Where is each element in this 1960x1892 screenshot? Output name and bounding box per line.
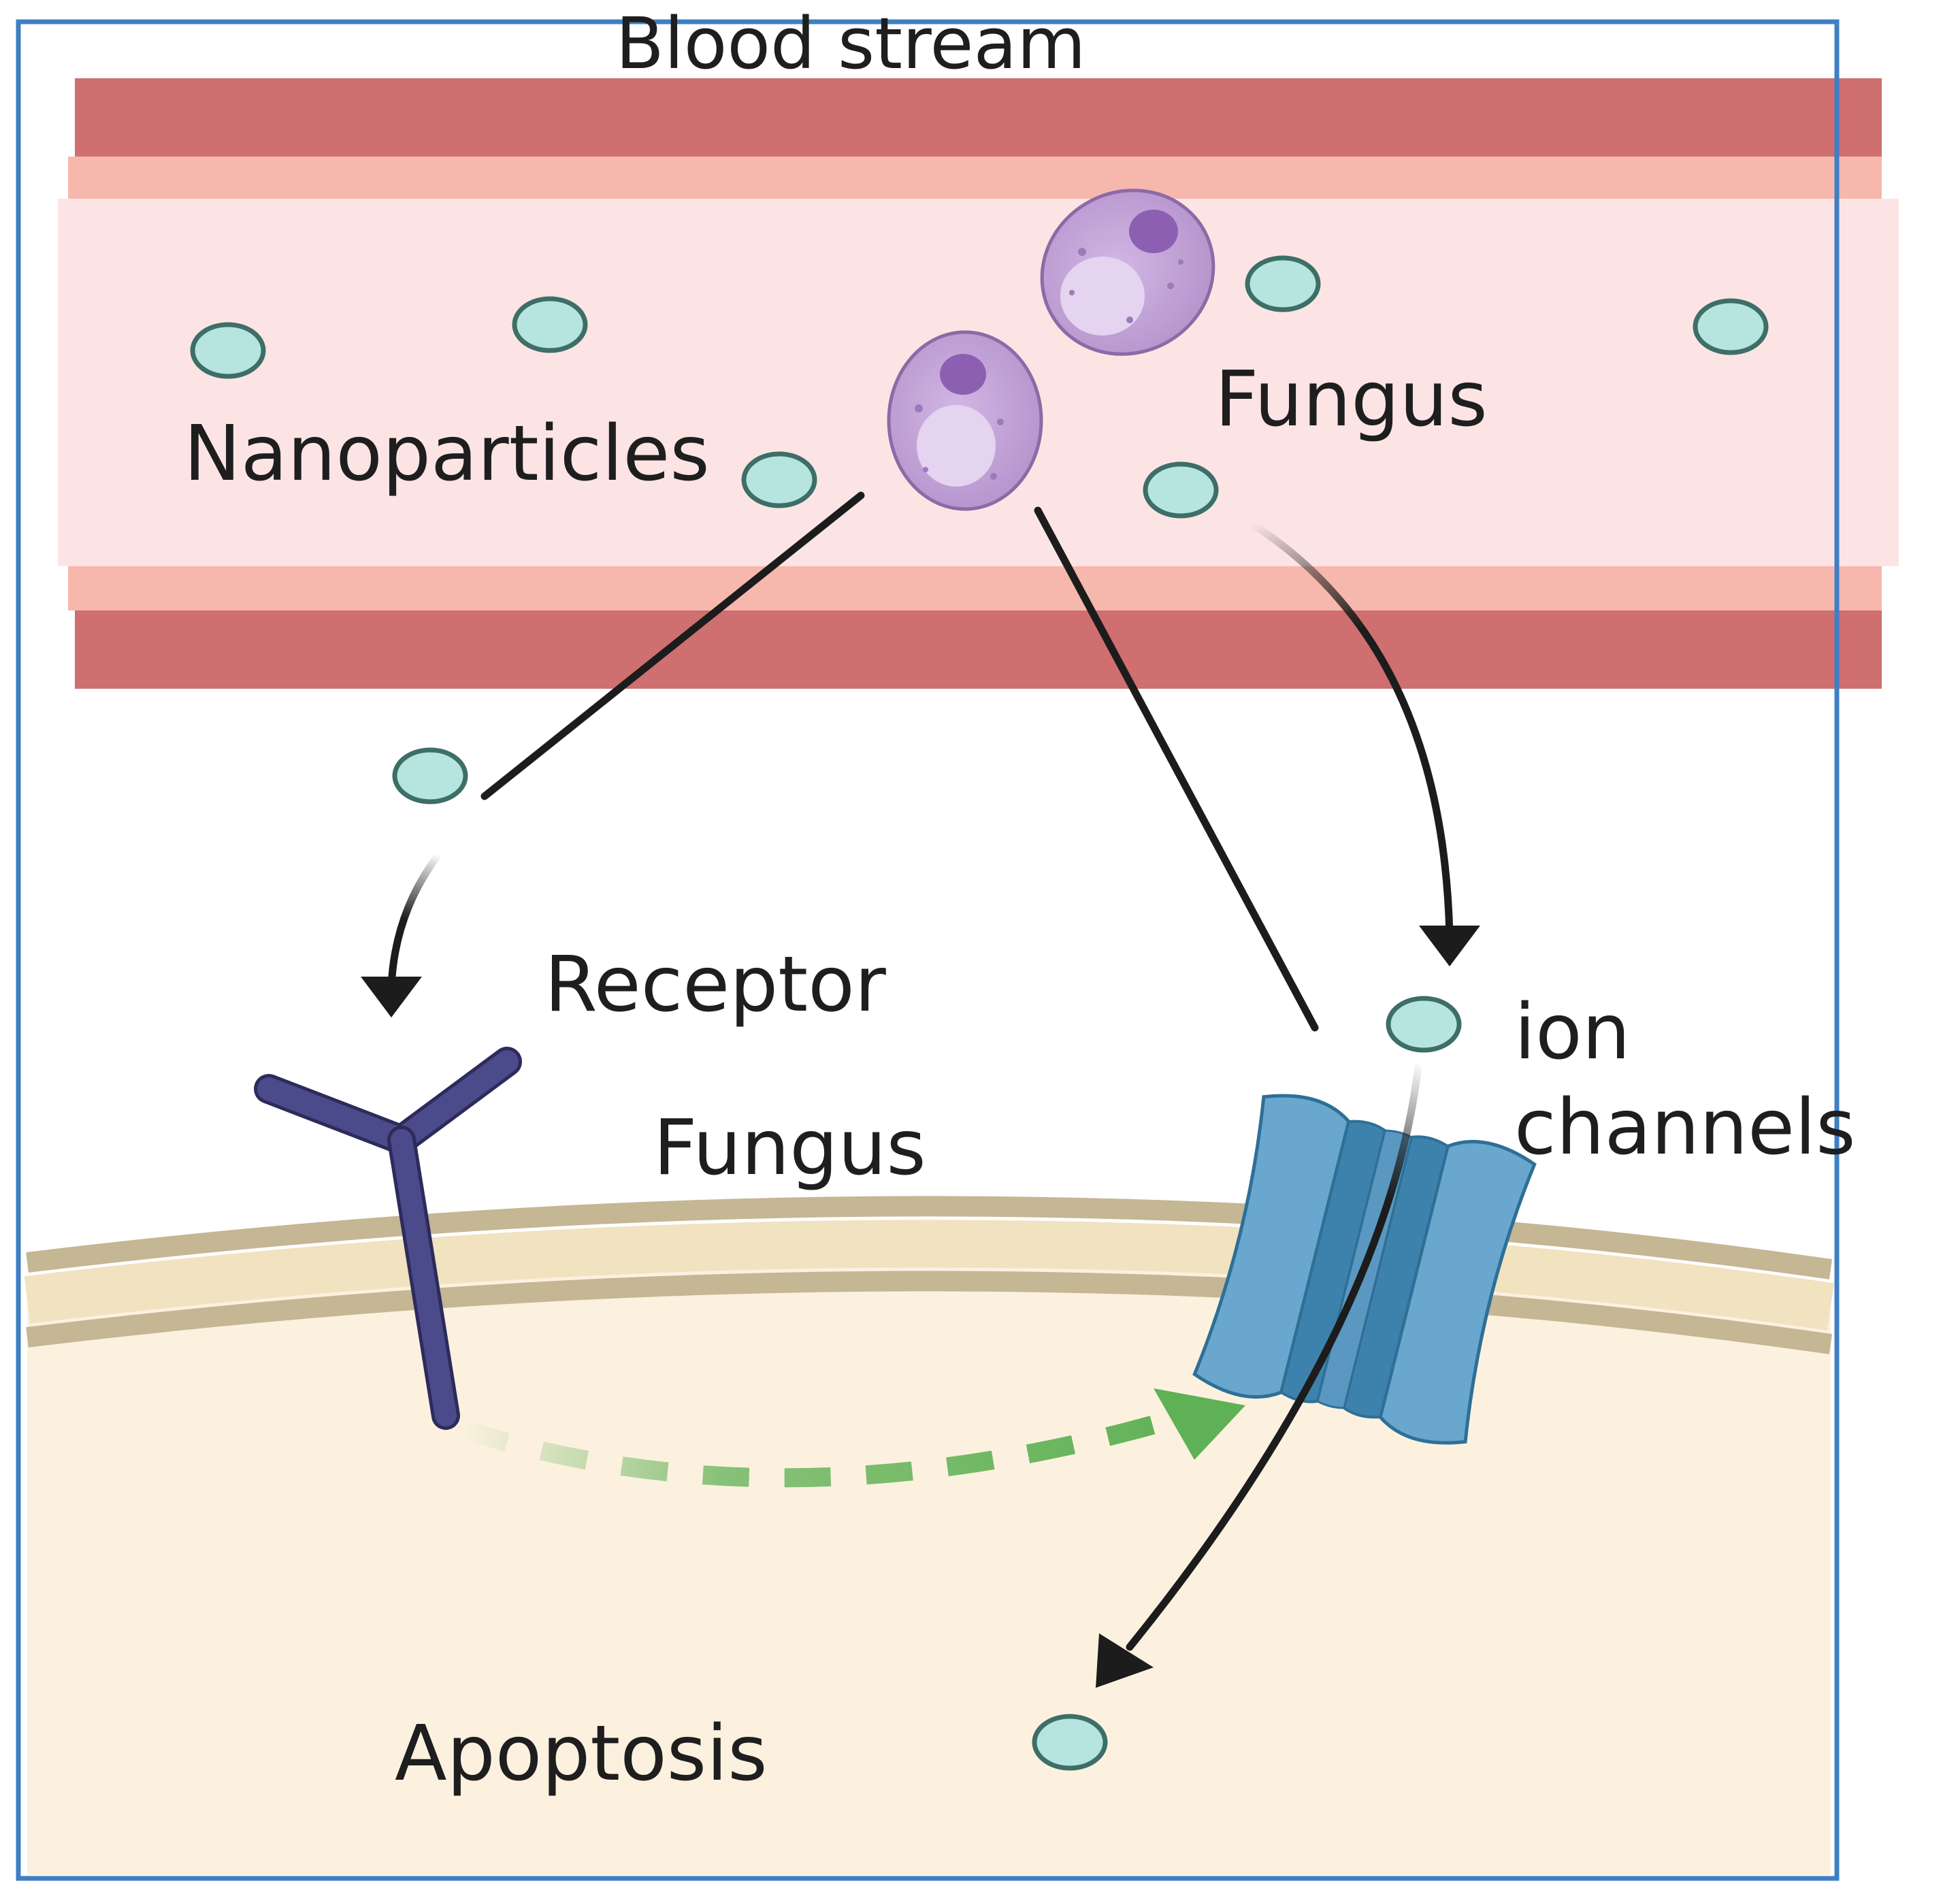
vessel-inner-band-top <box>68 157 1882 201</box>
label-apoptosis: Apoptosis <box>395 1710 768 1798</box>
arrow-to-receptor <box>361 850 443 1017</box>
signal-arrow <box>459 1388 1245 1488</box>
receptor <box>254 1047 522 1430</box>
label-ion: ion <box>1514 988 1631 1077</box>
diagram-frame <box>16 19 1840 1881</box>
fungus-nucleus <box>1129 210 1178 253</box>
label-blood-stream: Blood stream <box>615 2 1085 85</box>
arrow-to-apoptosis <box>1096 1058 1423 1688</box>
nanoparticle <box>1032 1714 1108 1771</box>
arrow-to-ion-channel <box>1248 520 1480 966</box>
nanoparticle <box>1693 298 1769 355</box>
connector-line-receptor <box>480 491 865 800</box>
label-receptor: Receptor <box>544 941 887 1029</box>
label-channels: channels <box>1514 1083 1856 1172</box>
cell-membrane <box>24 1196 1834 1354</box>
nanoparticle <box>190 322 266 379</box>
nanoparticle <box>1143 461 1219 519</box>
label-fungus-blood: Fungus <box>1215 355 1488 444</box>
fungus-cell-bottom <box>887 330 1043 511</box>
vessel-wall-top <box>75 78 1882 157</box>
nanoparticle <box>392 747 468 804</box>
label-fungus-cell: Fungus <box>653 1104 926 1192</box>
nanoparticle <box>741 451 817 508</box>
nanoparticles-group <box>190 255 1769 1771</box>
fungus-vacuole <box>1060 257 1145 336</box>
fungus-nucleus <box>940 354 986 395</box>
nanoparticle <box>1245 255 1321 312</box>
vessel-inner-band-bottom <box>68 566 1882 610</box>
label-nanoparticles: Nanoparticles <box>184 410 710 498</box>
nanoparticle <box>1386 996 1462 1053</box>
vessel-wall-bottom <box>75 610 1882 689</box>
nanoparticle <box>512 296 588 353</box>
connector-line-ion-channel <box>1034 506 1319 1032</box>
fungus-cell-top <box>1040 189 1215 356</box>
fungus-vacuole <box>917 405 996 487</box>
